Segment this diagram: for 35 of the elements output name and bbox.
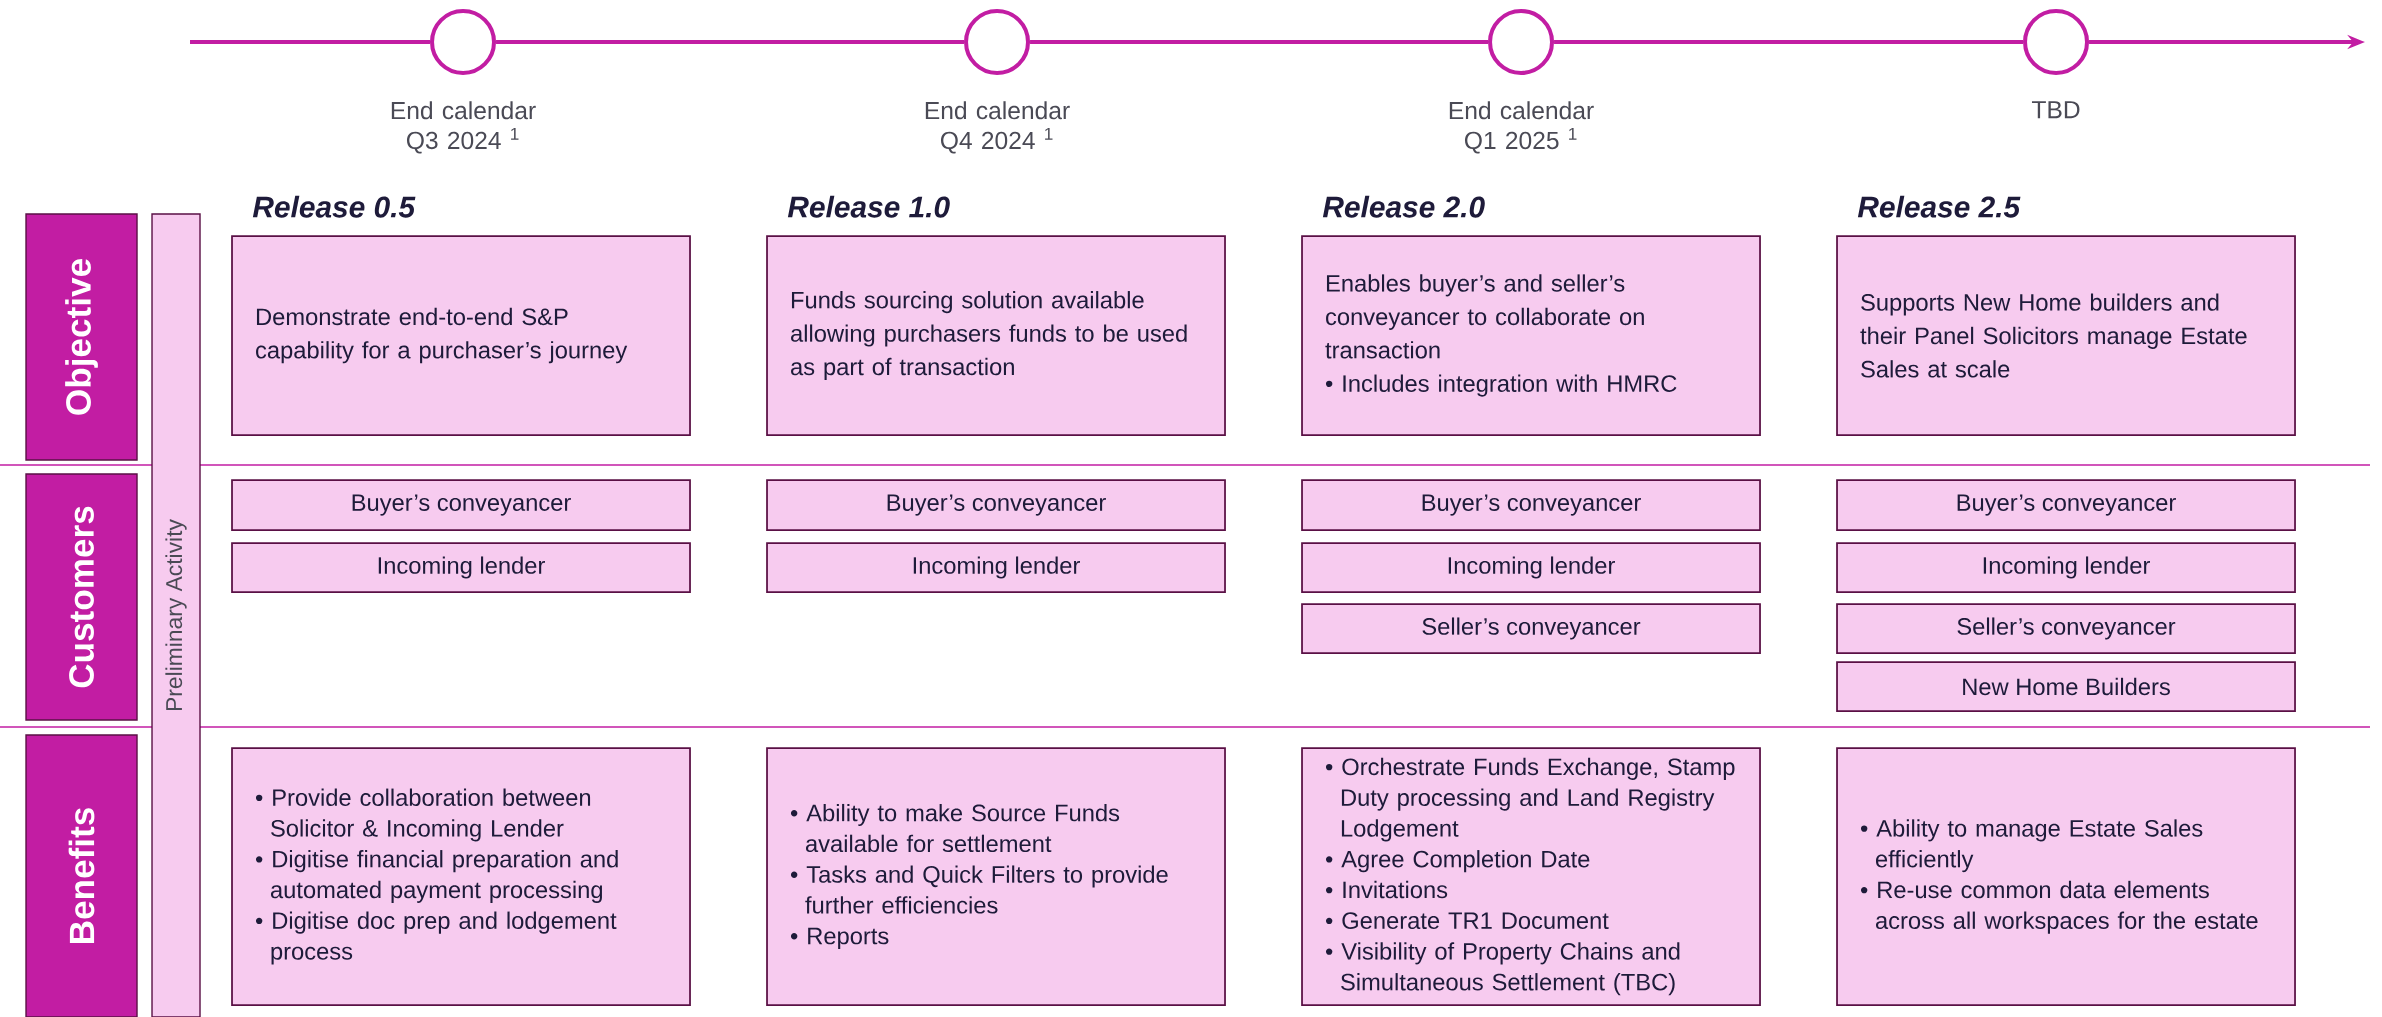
- customer-box: Seller’s conveyancer: [1836, 603, 2296, 654]
- phase-bar: Preliminary Activity: [151, 213, 201, 1017]
- benefits-box: • Ability to manage Estate Sales efficiently • Re-use common data elements across all workspaces for the estate: [1836, 747, 2296, 1006]
- release-heading: Release 2.0: [1322, 195, 1485, 218]
- milestone-date: End calendar Q3 2024 $^{1}$: [391, 101, 536, 154]
- timeline-line: [496, 40, 964, 44]
- customer-box: Buyer’s conveyancer: [1836, 479, 2296, 531]
- customer-box: Incoming lender: [766, 542, 1226, 593]
- objective-box: Funds sourcing solution available allowing purchasers funds to be used as part of transaction: [766, 235, 1226, 436]
- release-heading: Release 0.5: [252, 195, 416, 218]
- benefits-box: • Orchestrate Funds Exchange, Stamp Duty processing and Land Registry Lodgement • Agree Completion Date • Invitations • Generate TR1 Document • Visibility of Property Chains and Simultaneous Settlement (TBC): [1301, 747, 1761, 1006]
- milestone-date: End calendar Q1 2025 $^{1}$: [1449, 101, 1594, 154]
- benefits-box: • Provide collaboration between Solicitor & Incoming Lender • Digitise financial preparation and automated payment processing • Digitise doc prep and lodgement process: [231, 747, 691, 1006]
- milestone-date: TBD: [2031, 101, 2080, 119]
- customer-box: Seller’s conveyancer: [1301, 603, 1761, 654]
- release-heading: Release 1.0: [787, 195, 950, 218]
- objective-box: Demonstrate end-to-end S&P capability for a purchaser’s journey: [231, 235, 691, 436]
- timeline-line: [190, 40, 430, 44]
- timeline-line: [1030, 40, 1488, 44]
- row-header: Benefits: [25, 734, 138, 1017]
- customer-box: Buyer’s conveyancer: [1301, 479, 1761, 531]
- row-header: Customers: [25, 473, 138, 721]
- objective-box: Enables buyer’s and seller’s conveyancer to collaborate on transaction • Includes integration with HMRC: [1301, 235, 1761, 436]
- release-heading: Release 2.5: [1857, 195, 2021, 218]
- customer-box: Incoming lender: [231, 542, 691, 593]
- customer-box: New Home Builders: [1836, 661, 2296, 712]
- row-header: Objective: [25, 213, 138, 461]
- customer-box: Incoming lender: [1301, 542, 1761, 593]
- customer-box: Buyer’s conveyancer: [766, 479, 1226, 531]
- benefits-box: • Ability to make Source Funds available for settlement • Tasks and Quick Filters to provide further efficiencies • Reports: [766, 747, 1226, 1006]
- customer-box: Buyer’s conveyancer: [231, 479, 691, 531]
- customer-box: Incoming lender: [1836, 542, 2296, 593]
- timeline-line: [1554, 40, 2023, 44]
- milestone-date: End calendar Q4 2024 $^{1}$: [925, 101, 1070, 154]
- objective-box: Supports New Home builders and their Panel Solicitors manage Estate Sales at scale: [1836, 235, 2296, 436]
